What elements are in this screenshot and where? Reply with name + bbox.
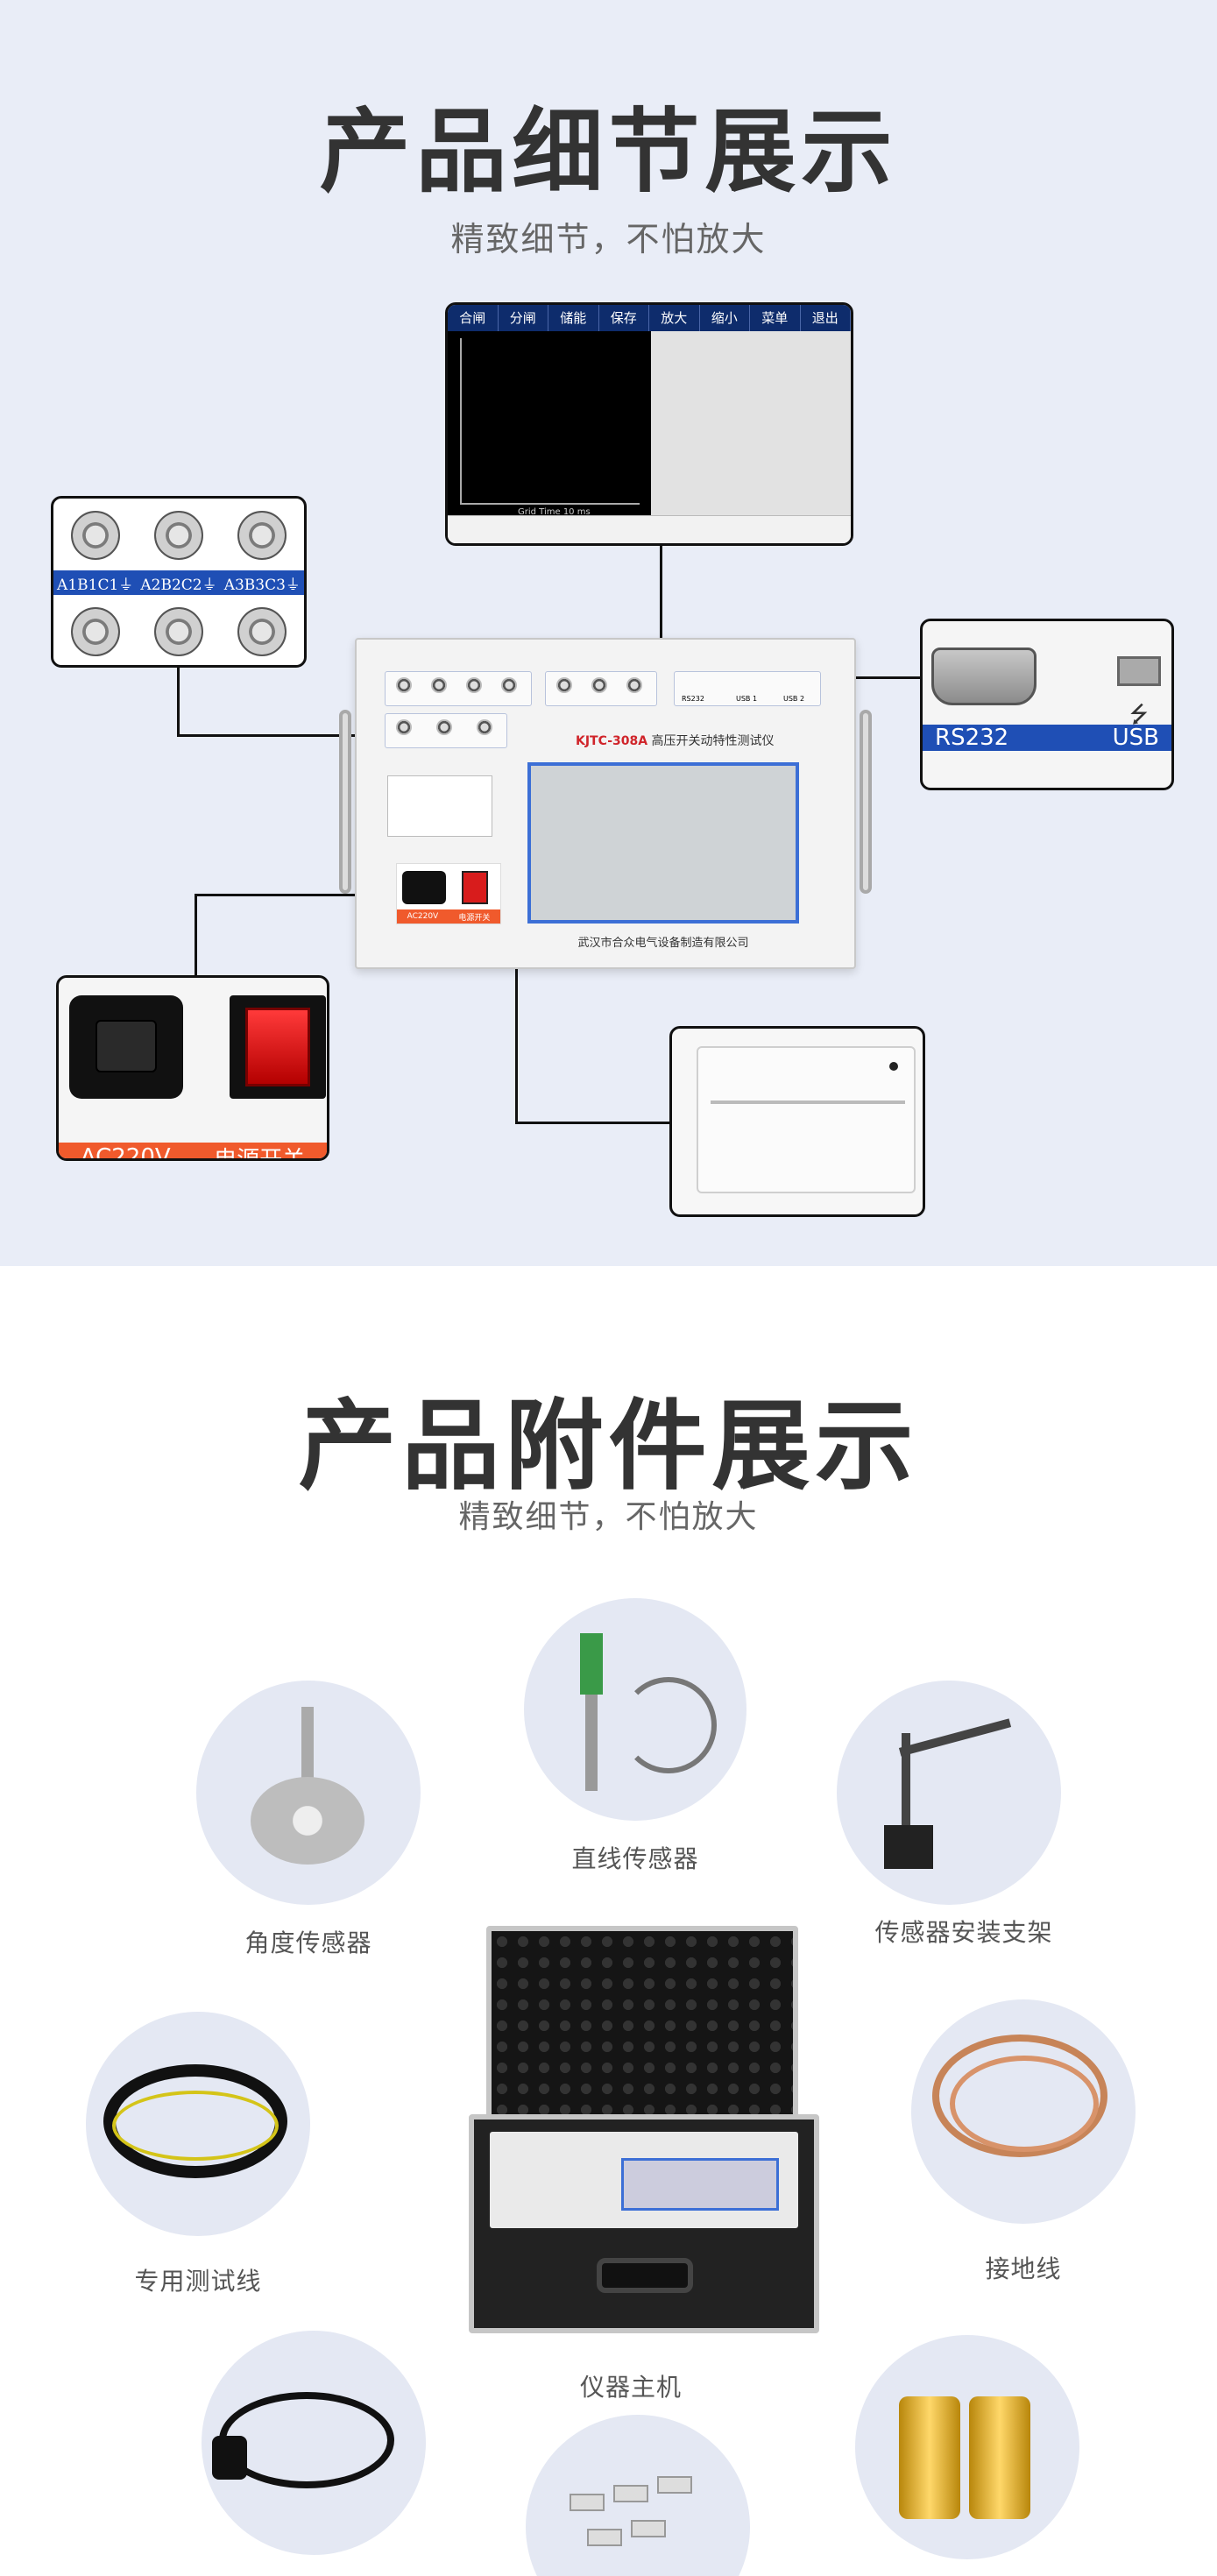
- port-label: RS232: [682, 695, 704, 703]
- ground-wire-image: [911, 1999, 1136, 2224]
- product-detail-section: 产品细节展示 精致细节，不怕放大 合闸 分闸 储能 保存 放大 缩小 菜单 退出…: [0, 0, 1217, 1266]
- sensor-ports: [545, 671, 657, 706]
- accessory-label: 角度传感器: [244, 1928, 372, 1957]
- menu-item[interactable]: 储能: [548, 305, 599, 331]
- accessory-label: 直线传感器: [571, 1844, 699, 1873]
- device-company: 武汉市合众电气设备制造有限公司: [577, 937, 749, 950]
- right-handle: [860, 710, 872, 894]
- rs232-usb-callout: ⭍ RS232 USB: [920, 619, 1174, 790]
- rs232-label: RS232: [935, 725, 1009, 751]
- screen-menu-bar: 合闸 分闸 储能 保存 放大 缩小 菜单 退出: [448, 305, 851, 331]
- connector-callout: A1B1C1⏚ A2B2C2⏚ A3B3C3⏚: [51, 496, 307, 668]
- accessory-title: 产品附件展示: [298, 1390, 919, 1504]
- accessory-label: 接地线: [985, 2254, 1062, 2283]
- accessory-label: 传感器安装支架: [874, 1918, 1053, 1947]
- device-name: 高压开关动特性测试仪: [651, 734, 775, 748]
- port-label: USB 1: [736, 695, 758, 703]
- usb-label: USB: [1112, 725, 1159, 751]
- device-model: KJTC-308A: [576, 734, 648, 748]
- aviation-connector: [237, 511, 287, 560]
- detail-subtitle: 精致细节，不怕放大: [450, 220, 767, 258]
- accessory-label: 仪器主机: [579, 2373, 682, 2402]
- sensor-bracket-image: [837, 1681, 1061, 1905]
- power-socket: [402, 871, 446, 904]
- test-cable-image: [86, 2012, 310, 2236]
- data-panel: [651, 331, 851, 515]
- left-handle: [339, 710, 351, 894]
- device-screen: [527, 762, 799, 924]
- menu-item[interactable]: 放大: [649, 305, 700, 331]
- angle-sensor-image: [196, 1681, 421, 1905]
- power-label: AC220V: [407, 912, 439, 921]
- aviation-connector: [237, 607, 287, 656]
- waveform-plot: Grid Time 10 ms: [448, 331, 651, 517]
- linear-sensor-image: [524, 1598, 746, 1821]
- connector-label: A1B1C1⏚: [57, 576, 134, 594]
- menu-item[interactable]: 菜单: [750, 305, 801, 331]
- menu-item[interactable]: 合闸: [448, 305, 499, 331]
- aviation-connector: [153, 511, 203, 560]
- case-base: [469, 2114, 819, 2333]
- accessory-label: 专用测试线: [134, 2267, 262, 2296]
- instrument-case-image: [469, 1926, 819, 2338]
- power-cord-image: [202, 2331, 426, 2555]
- power-switch-closeup: [230, 995, 326, 1099]
- fuses-image: [526, 2415, 750, 2576]
- terminal-connector-line-v: [177, 662, 180, 737]
- printer-paper-image: [855, 2335, 1079, 2559]
- menu-item[interactable]: 缩小: [700, 305, 750, 331]
- aux-ports: [385, 713, 507, 748]
- channel-ports: [385, 671, 532, 706]
- usb-port: [1117, 656, 1161, 686]
- detail-title: 产品细节展示: [319, 98, 898, 205]
- power-callout: AC220V 电源开关: [56, 975, 329, 1161]
- printer-connector-line-v: [515, 815, 518, 1123]
- aviation-connector: [153, 607, 203, 656]
- power-label-band: AC220V 电源开关: [59, 1143, 327, 1161]
- port-label: USB 2: [783, 695, 805, 703]
- switch-label: 电源开关: [458, 913, 491, 923]
- ac-label: AC220V: [80, 1144, 171, 1161]
- screen-callout: 合闸 分闸 储能 保存 放大 缩小 菜单 退出 Grid Time 10 ms: [445, 302, 853, 546]
- connector-label: A3B3C3⏚: [223, 576, 301, 594]
- menu-item[interactable]: 分闸: [499, 305, 548, 331]
- printer-callout: [669, 1026, 925, 1217]
- connector-label: A2B2C2⏚: [140, 576, 217, 594]
- device-power-area: AC220V 电源开关: [396, 863, 501, 924]
- usb-icon: ⭍: [1129, 702, 1149, 728]
- case-handle: [597, 2258, 693, 2293]
- power-switch[interactable]: [462, 871, 488, 904]
- accessory-subtitle: 精致细节，不怕放大: [458, 1499, 759, 1535]
- printer-button: [889, 1062, 898, 1071]
- menu-item[interactable]: 保存: [599, 305, 649, 331]
- connector-label-band: A1B1C1⏚ A2B2C2⏚ A3B3C3⏚: [53, 570, 304, 595]
- terminal-connector-line-h: [177, 734, 396, 737]
- aviation-connector: [70, 511, 120, 560]
- rs232-usb-band: RS232 USB: [923, 725, 1171, 751]
- menu-item[interactable]: 退出: [801, 305, 851, 331]
- device-front-panel: RS232 USB 1 USB 2 KJTC-308A 高压开关动特性测试仪 武…: [339, 638, 872, 969]
- printer-closeup: [697, 1046, 916, 1193]
- screen-connector-line: [660, 543, 662, 675]
- device-printer: [387, 775, 492, 837]
- power-socket-closeup: [69, 995, 183, 1099]
- device-model-line: KJTC-308A 高压开关动特性测试仪: [576, 732, 775, 749]
- printer-connector-line-h: [515, 1122, 671, 1124]
- power-connector-line-h: [195, 894, 403, 896]
- comm-ports: RS232 USB 1 USB 2: [674, 671, 821, 706]
- case-lid: [486, 1926, 798, 2127]
- switch-label: 电源开关: [214, 1146, 306, 1161]
- axis-text: Grid Time 10 ms: [518, 507, 591, 517]
- rs232-connector-line: [815, 676, 922, 679]
- aviation-connector: [70, 607, 120, 656]
- power-connector-line-v: [195, 894, 197, 977]
- rs232-port: [931, 648, 1037, 705]
- screen-status-area: [448, 515, 851, 543]
